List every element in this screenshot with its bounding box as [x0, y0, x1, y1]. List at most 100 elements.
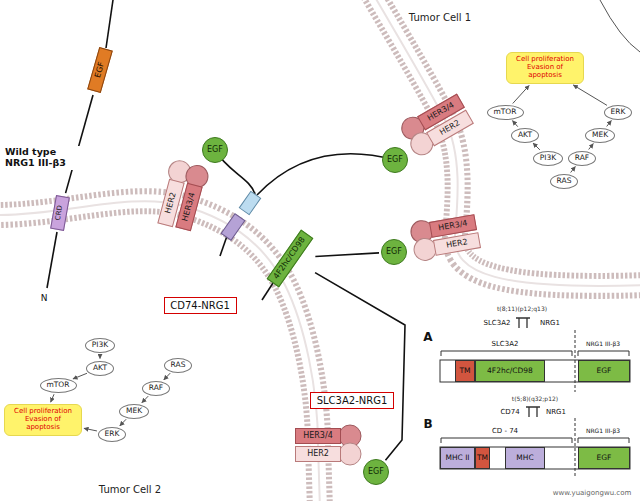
node-text: EGF [368, 468, 384, 477]
signal-arrow [100, 355, 101, 359]
node-text: EGF [597, 367, 612, 375]
node-text: RAF [149, 384, 163, 392]
gene-label: SLC3A2 [492, 340, 519, 348]
receptor-bar: HER2 [295, 446, 341, 462]
receptor-lobes [339, 443, 361, 465]
cell-membrane [0, 201, 320, 501]
signal-oval: ERK [604, 105, 632, 120]
fusion-gene-panel [440, 318, 630, 478]
outcome-box: Cell proliferation Evasion of apoptosis [506, 52, 584, 84]
gene-label: SLC3A2 [484, 319, 511, 327]
signal-arrow [571, 166, 576, 172]
node-text: CD74-NRG1 [170, 300, 230, 311]
receptor-bar: HER3/4 [295, 428, 341, 444]
gene-label: NRG1 III-β3 [586, 341, 620, 348]
domain-box: 4F2hc/CD98 [267, 229, 314, 287]
signal-oval: mTOR [487, 105, 524, 120]
protein-chain [257, 154, 395, 195]
translocation-label: t(5;8)(q32;p12) [512, 396, 558, 403]
receptor-lobes [166, 113, 438, 465]
domain-segment: EGF [578, 447, 630, 469]
protein-chain [47, 0, 395, 300]
cell-membrane [372, 0, 640, 286]
node-text: HER3/4 [303, 432, 333, 441]
signal-oval: mTOR [40, 378, 77, 393]
gene-label: CD74 [500, 408, 519, 416]
signal-oval: PI3K [533, 151, 563, 166]
cd74-domain [221, 191, 260, 240]
domain-segment: EGF [578, 360, 630, 382]
node-text: HER3/4 [438, 219, 469, 233]
fusion-gene-panel [526, 407, 540, 417]
protein-chain [220, 236, 227, 256]
signal-arrow [164, 373, 170, 380]
signal-arrow [73, 373, 87, 379]
receptor-lobes [339, 425, 361, 465]
cell-outline [600, 0, 640, 52]
node-text: RAF [575, 154, 589, 162]
signal-oval: RAS [164, 358, 192, 373]
fusion-label: SLC3A2-NRG1 [310, 392, 394, 409]
signal-arrow [589, 144, 594, 150]
outcome-box: Cell proliferation Evasion of apoptosis [4, 404, 82, 436]
domain-segment: TM [455, 360, 475, 382]
domain-segment: MHC II [440, 447, 475, 469]
signal-oval: MEK [119, 404, 149, 419]
node-text: EGF [94, 61, 107, 79]
signal-arrow [120, 419, 126, 426]
watermark: www.yuaigongwu.com [553, 489, 632, 497]
translocation-label: t(8;11)(p12;q13) [497, 306, 547, 313]
cell-label: Tumor Cell 2 [99, 484, 161, 496]
cell-membrane [0, 201, 320, 501]
signal-arrow [512, 121, 517, 127]
ligand-circle: EGF [363, 459, 389, 485]
node-text: TM [477, 454, 488, 462]
node-text: HER2 [438, 119, 461, 137]
cell-outline [600, 0, 640, 52]
protein-chain [262, 283, 273, 300]
node-text: mTOR [46, 381, 69, 389]
node-text: MEK [126, 407, 142, 415]
cd74-domain [239, 191, 260, 214]
node-text: AKT [93, 364, 107, 372]
node-text: 4F2hc/CD98 [272, 235, 307, 280]
node-text: EGF [597, 454, 612, 462]
ligand-box: EGF [87, 47, 113, 93]
node-text: MHC [516, 454, 533, 462]
signal-oval: RAF [142, 381, 170, 396]
signal-oval: AKT [511, 128, 539, 143]
signal-oval: MEK [585, 128, 615, 143]
signal-arrow [573, 85, 607, 105]
terminus-label: N [41, 293, 48, 303]
node-text: ERK [105, 430, 120, 438]
panel-letter: A [423, 331, 432, 345]
node-text: HER2 [164, 191, 178, 214]
signal-arrow [84, 428, 97, 431]
node-text: EGF [387, 156, 403, 165]
fusion-gene-panel [440, 360, 630, 382]
node-text: PI3K [540, 154, 556, 162]
signal-arrow [513, 85, 529, 103]
cd74-domain [239, 191, 260, 214]
ligand-circle: EGF [202, 137, 228, 163]
cell-membrane [372, 0, 640, 286]
node-text: EGF [207, 146, 223, 155]
fusion-gene-panel [441, 438, 629, 443]
node-text: MHC II [445, 454, 469, 462]
fusion-gene-panel [440, 447, 630, 469]
node-text: PI3K [92, 341, 108, 349]
cd74-domain [221, 214, 245, 241]
signal-arrow [51, 394, 54, 402]
node-text: HER3/4 [181, 192, 197, 223]
chain-line [315, 253, 379, 257]
gene-label: CD - 74 [492, 427, 518, 435]
signal-arrow [533, 143, 540, 150]
signal-oval: ERK [98, 427, 126, 442]
node-text: MEK [592, 131, 608, 139]
fusion-gene-panel [516, 318, 530, 328]
node-text: RAS [557, 177, 572, 185]
domain-segment: TM [475, 447, 490, 469]
signal-oval: RAS [550, 174, 578, 189]
node-text: 4F2hc/CD98 [487, 367, 533, 375]
node-text: Cell proliferation Evasion of apoptosis [9, 408, 77, 431]
